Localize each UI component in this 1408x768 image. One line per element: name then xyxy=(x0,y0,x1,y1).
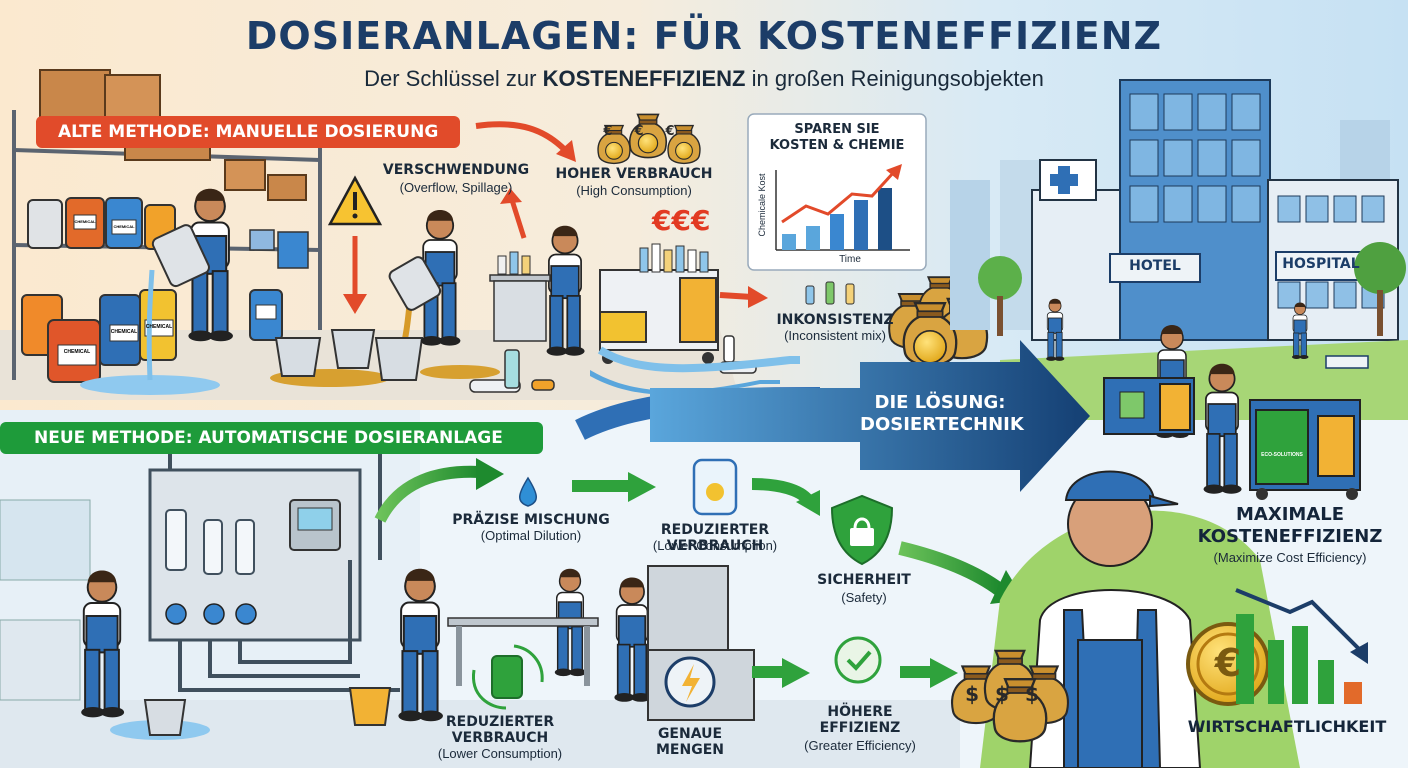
reduced-consumption-2-sublabel: (Lower Consumption) xyxy=(437,746,563,761)
safety-label: SICHERHEIT xyxy=(817,572,911,588)
economy-label: WIRTSCHAFTLICHKEIT xyxy=(1187,717,1387,736)
reduced-consumption-2-label-2: VERBRAUCH xyxy=(451,730,549,746)
inconsistency-sublabel: (Inconsistent mix) xyxy=(784,328,886,343)
canister-label: CHEMICAL xyxy=(74,219,96,224)
new-method-banner: NEUE METHODE: AUTOMATISCHE DOSIERANLAGE xyxy=(0,422,543,454)
subtitle-bold: KOSTENEFFIZIENZ xyxy=(542,66,746,91)
euro-bag-text: €€€ xyxy=(603,124,697,139)
higher-efficiency-sublabel: (Greater Efficiency) xyxy=(804,738,916,753)
euro-coin-icon: € xyxy=(1214,641,1242,685)
hospital-sign: HOSPITAL xyxy=(1282,256,1360,272)
high-consumption-label: HOHER VERBRAUCH xyxy=(555,166,713,182)
canister-label: CHEMICAL xyxy=(110,329,138,335)
max-efficiency-label-2: KOSTENEFFIZIENZ xyxy=(1197,526,1383,547)
subtitle-pre: Der Schlüssel zur xyxy=(364,66,543,91)
max-efficiency-sublabel: (Maximize Cost Efficiency) xyxy=(1213,550,1367,565)
max-efficiency-label-1: MAXIMALE xyxy=(1235,504,1345,525)
page-title: DOSIERANLAGEN: FÜR KOSTENEFFIZIENZ xyxy=(245,14,1163,58)
subtitle-post: in großen Reinigungsobjekten xyxy=(745,66,1044,91)
precise-mix-sublabel: (Optimal Dilution) xyxy=(480,528,582,543)
dollar-bag-icon: $$$ xyxy=(965,682,1055,706)
old-method-banner: ALTE METHODE: MANUELLE DOSIERUNG xyxy=(36,116,461,148)
exact-amounts-label-2: MENGEN xyxy=(656,742,724,758)
solution-label-2: DOSIERTECHNIK xyxy=(860,414,1024,435)
solution-label-1: DIE LÖSUNG: xyxy=(874,392,1006,413)
waste-label: VERSCHWENDUNG xyxy=(382,162,530,178)
page-subtitle: Der Schlüssel zur KOSTENEFFIZIENZ in gro… xyxy=(0,66,1408,92)
waste-sublabel: (Overflow, Spillage) xyxy=(399,180,513,195)
savings-chart-title-1: SPAREN SIE xyxy=(794,122,880,137)
check-cycle-icon xyxy=(834,636,884,686)
inconsistency-label: INKONSISTENZ xyxy=(776,312,894,328)
canister-label: CHEMICAL xyxy=(63,349,91,355)
lock-shield-icon xyxy=(832,496,894,566)
reduced-consumption-2-label: REDUZIERTER xyxy=(445,714,555,730)
cart-label: ECO-SOLUTIONS xyxy=(1261,452,1303,458)
water-drop-icon xyxy=(514,474,544,510)
hotel-sign: HOTEL xyxy=(1129,258,1181,274)
safety-sublabel: (Safety) xyxy=(841,590,887,605)
warning-triangle-icon xyxy=(330,176,382,226)
canister-label: CHEMICAL xyxy=(113,224,135,229)
euro-cost-text: €€€ xyxy=(652,204,711,237)
higher-efficiency-label-2: EFFIZIENZ xyxy=(819,720,901,736)
high-consumption-sublabel: (High Consumption) xyxy=(576,183,692,198)
savings-chart-title-2: KOSTEN & CHEMIE xyxy=(769,138,905,153)
reduced-consumption-sublabel: (Lower Consumption) xyxy=(652,538,778,553)
savings-chart-xlabel: Time xyxy=(839,254,861,265)
precise-mix-label: PRÄZISE MISCHUNG xyxy=(452,512,610,528)
canister-label: CHEMICAL xyxy=(145,324,173,330)
lightning-gauge-icon xyxy=(664,656,716,708)
savings-chart-ylabel: Chemicale Kost xyxy=(757,173,767,237)
higher-efficiency-label-1: HÖHERE xyxy=(827,704,893,720)
reduced-consumption-label: REDUZIERTER VERBRAUCH xyxy=(660,522,770,554)
exact-amounts-label-1: GENAUE xyxy=(657,726,723,742)
spray-bottle-icon xyxy=(470,644,550,710)
